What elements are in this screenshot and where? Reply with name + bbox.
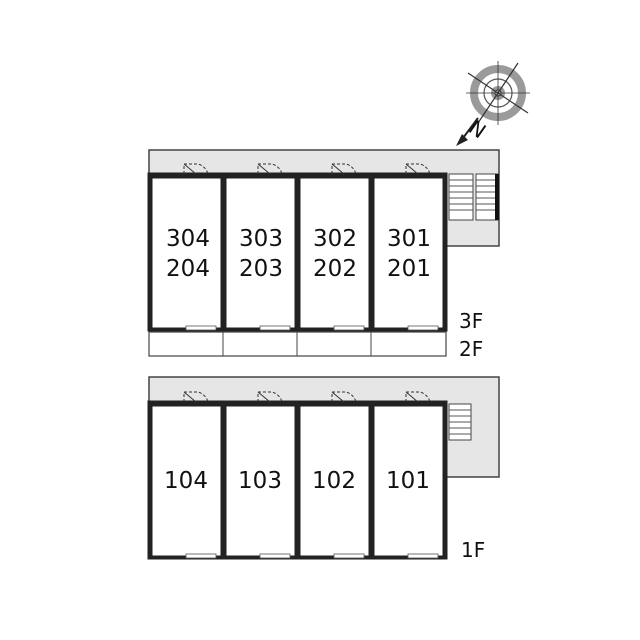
unit-label-upper: 301 <box>387 226 431 252</box>
unit-302-202: 302 202 <box>297 163 372 331</box>
stairs-icon <box>448 173 499 221</box>
stairs-icon <box>448 403 472 441</box>
north-label: N <box>464 115 490 143</box>
unit-label-upper: 302 <box>313 226 357 252</box>
unit-label: 101 <box>386 468 430 494</box>
unit-304-204: 304 204 <box>149 163 224 331</box>
unit-label: 104 <box>164 468 208 494</box>
unit-label-lower: 203 <box>239 256 283 282</box>
floor-label-2f: 2F <box>459 337 483 361</box>
unit-label-lower: 201 <box>387 256 431 282</box>
north-arrow-icon <box>456 117 479 146</box>
unit-label: 102 <box>312 468 356 494</box>
unit-103: 103 <box>223 391 298 559</box>
unit-104: 104 <box>149 391 224 559</box>
unit-303-203: 303 203 <box>223 163 298 331</box>
floor-label-3f: 3F <box>459 309 483 333</box>
unit-label: 103 <box>238 468 282 494</box>
unit-label-upper: 304 <box>166 226 210 252</box>
compass-rose-icon <box>466 61 530 125</box>
unit-102: 102 <box>297 391 372 559</box>
unit-label-upper: 303 <box>239 226 283 252</box>
unit-label-lower: 204 <box>166 256 210 282</box>
unit-101: 101 <box>371 391 446 559</box>
unit-301-201: 301 201 <box>371 163 446 331</box>
unit-label-lower: 202 <box>313 256 357 282</box>
floor-label-1f: 1F <box>461 538 485 562</box>
